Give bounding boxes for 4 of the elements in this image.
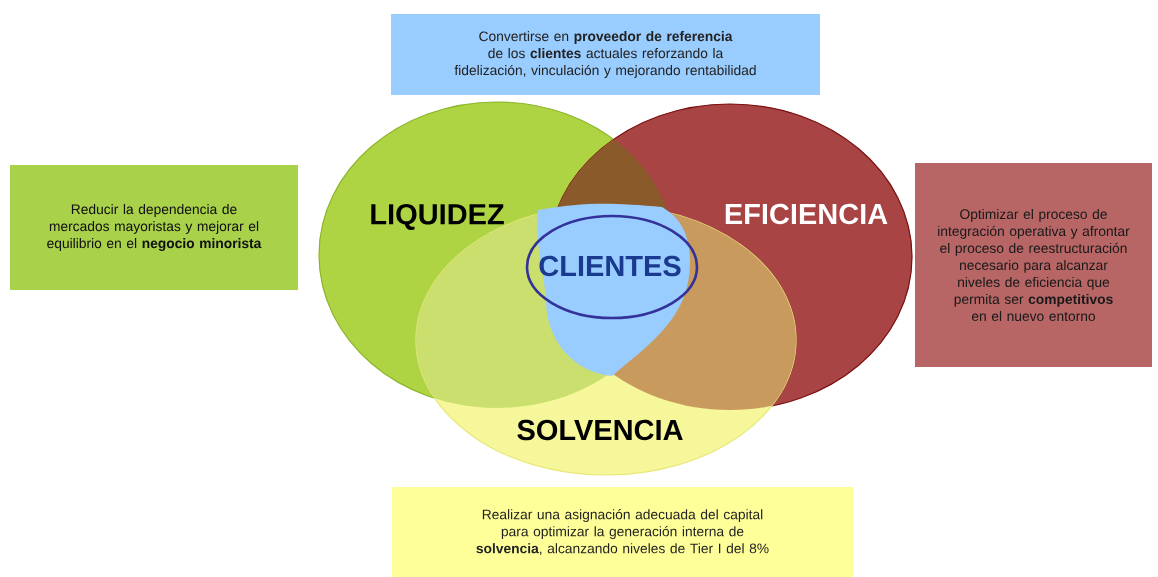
text-box: Optimizar el proceso de integración operativa y afrontar el proceso de reestructuración necesario para alcanzar niveles de eficiencia que permita ser competitivos en el nuevo entorno [915,163,1152,367]
text-box: Reducir la dependencia de mercados mayoristas y mejorar el equilibrio en el negocio minorista [10,165,298,290]
text-box: Convertirse en proveedor de referencia de los clientes actuales reforzando la fidelización, vinculación y mejorando rentabilidad [391,14,820,95]
text-box: Realizar una asignación adecuada del capital para optimizar la generación interna de solvencia, alcanzando niveles de Tier I del 8% [392,487,853,577]
